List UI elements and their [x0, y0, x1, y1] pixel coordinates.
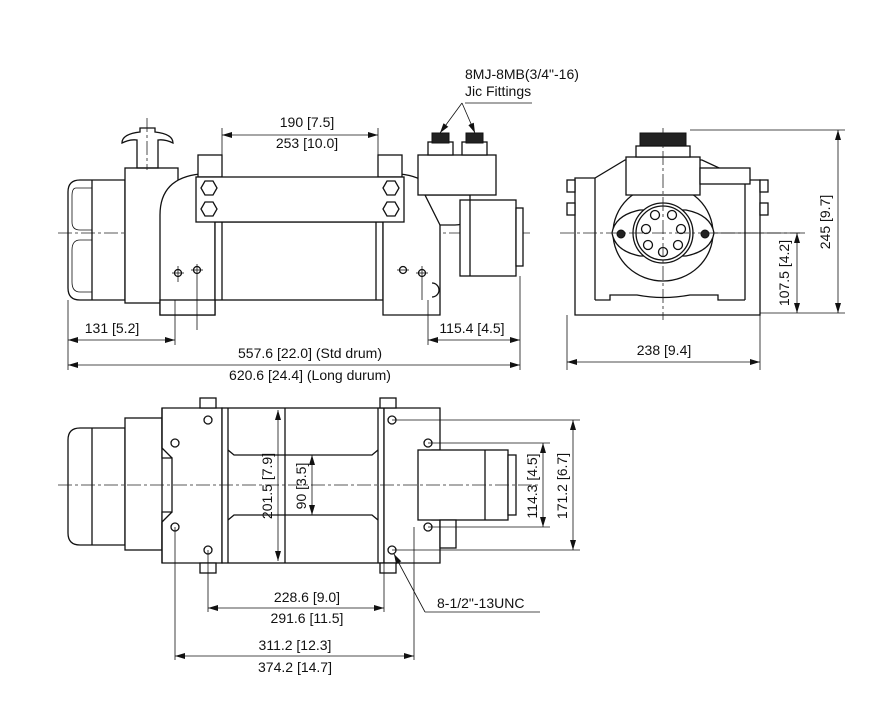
dim-base-long: 374.2 [14.7] [258, 659, 332, 675]
top-port-fitting [439, 519, 457, 549]
brake-cap [67, 179, 126, 301]
fitting-label-line2: Jic Fittings [465, 83, 531, 99]
dim-height: 245 [9.7] [817, 195, 833, 250]
dim-overall-std: 557.6 [22.0] (Std drum) [238, 345, 382, 361]
mount-hole-icon [172, 264, 203, 345]
dim-bolt-long: 291.6 [11.5] [271, 610, 344, 626]
hex-bolt-icon [200, 180, 400, 217]
side-port-fitting [699, 167, 751, 185]
dim-flange-dia: 201.5 [7.9] [259, 453, 275, 519]
bar-post [197, 154, 223, 178]
top-brake-housing [124, 417, 163, 551]
bolt-spec-label: 8-1/2"-13UNC [437, 595, 524, 611]
dim-overall-long: 620.6 [24.4] (Long durum) [229, 367, 391, 383]
dim-width: 238 [9.4] [637, 342, 692, 358]
jic-fitting-icon [427, 132, 488, 156]
drum [214, 221, 384, 301]
side-view: 245 [9.7] 107.5 [4.2] 238 [9.4] [560, 128, 845, 370]
dim-bolt-inner: 114.3 [4.5] [524, 453, 540, 518]
dim-bolt-outer: 171.2 [6.7] [554, 453, 570, 519]
top-left-plate [161, 407, 223, 564]
dim-right-offset: 115.4 [4.5] [439, 320, 504, 336]
dim-drum-long: 253 [10.0] [276, 135, 338, 151]
fitting-label-line1: 8MJ-8MB(3/4"-16) [465, 66, 579, 82]
dim-base-std: 311.2 [12.3] [259, 637, 332, 653]
valve-block [417, 154, 497, 196]
port-hole-icon [616, 209, 710, 258]
dim-left-offset: 131 [5.2] [85, 320, 140, 336]
top-brake-cap [67, 427, 126, 546]
dim-center-height: 107.5 [4.2] [776, 240, 792, 306]
bar-post [377, 154, 403, 178]
motor-end-plate [515, 207, 524, 267]
top-view: 201.5 [7.9] 90 [3.5] 114.3 [4.5] 171.2 [… [58, 397, 580, 675]
side-bolt-icon [566, 179, 769, 216]
front-view: 190 [7.5] 253 [10.0] 131 [5.2] 115.4 [4.… [58, 66, 579, 383]
dim-bolt-std: 228.6 [9.0] [274, 589, 340, 605]
dim-drum-std: 190 [7.5] [280, 114, 335, 130]
dim-barrel-dia: 90 [3.5] [293, 463, 309, 510]
tie-bar [195, 176, 405, 223]
hydraulic-motor [459, 199, 517, 277]
release-handle-icon [121, 118, 174, 170]
